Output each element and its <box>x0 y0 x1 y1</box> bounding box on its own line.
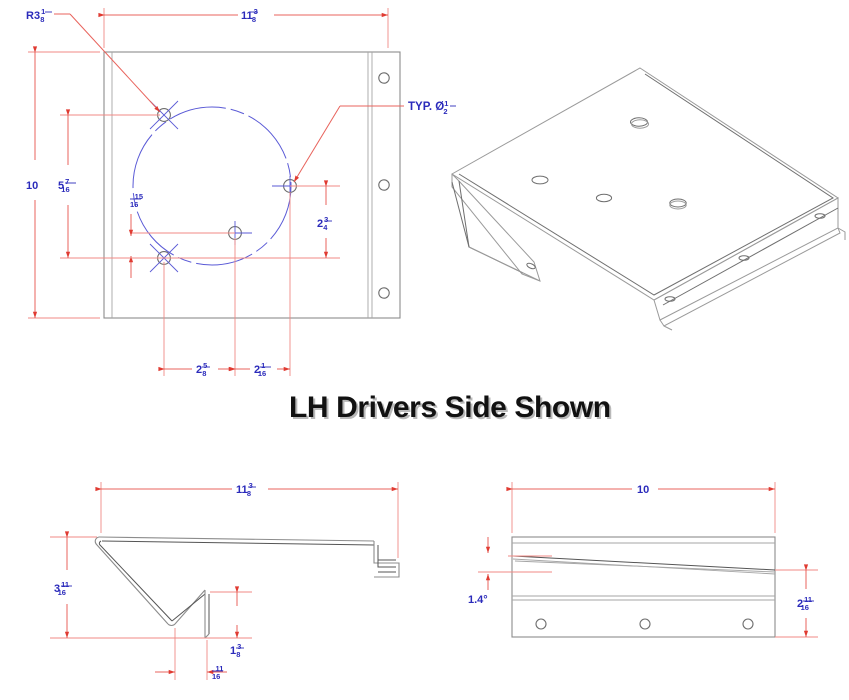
drawing-title-shadow: LH Drivers Side Shown <box>291 393 613 426</box>
iso-right-flange <box>653 197 846 331</box>
dim-end-angle-text: 1.4° <box>468 594 488 606</box>
iso-top-holes <box>531 117 687 210</box>
front-flange-holes <box>378 72 390 299</box>
dim-end-width-text: 10 <box>637 484 649 496</box>
bolt-circle <box>132 106 292 266</box>
iso-left-gusset <box>451 173 541 282</box>
drawing-title-text: LH Drivers Side Shown <box>289 391 611 424</box>
drawing-title: LH Drivers Side Shown LH Drivers Side Sh… <box>289 391 613 426</box>
end-view-holes <box>535 618 754 630</box>
dim-overall-height-text: 10 <box>26 180 38 192</box>
front-mounting-holes <box>149 100 308 273</box>
side-profile-outline <box>94 536 400 639</box>
end-view-outline <box>511 536 776 638</box>
dim-end-width: 10 <box>506 482 776 533</box>
iso-view <box>451 67 846 331</box>
dim-end-angle: 1.4° <box>468 537 552 606</box>
front-plate-outline <box>103 51 401 319</box>
iso-flange-holes <box>664 213 826 302</box>
dim-overall-height: 10 <box>26 46 100 319</box>
